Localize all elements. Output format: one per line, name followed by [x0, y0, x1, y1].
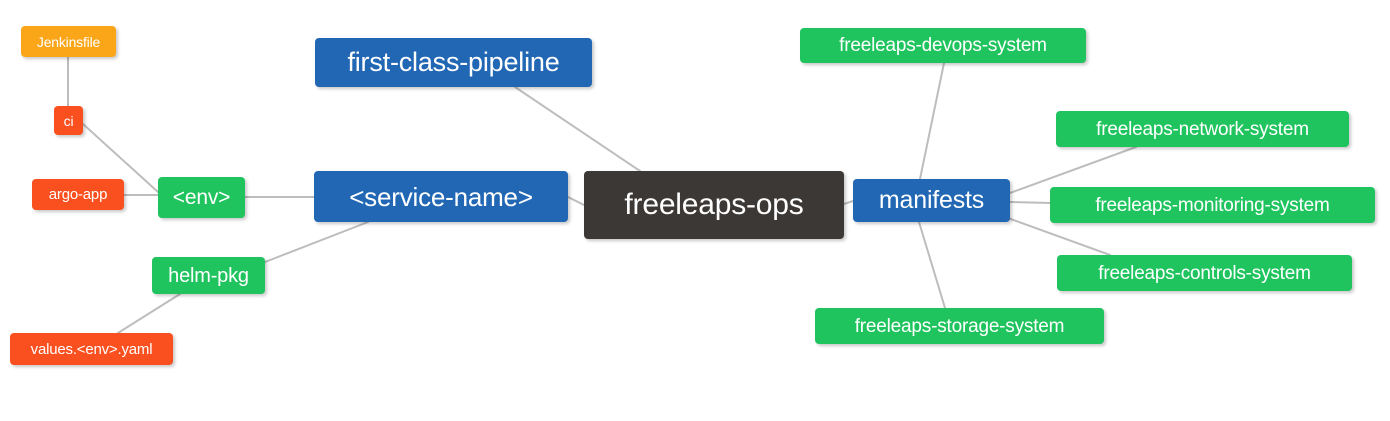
node-label-freeleaps-controls-system: freeleaps-controls-system	[1098, 262, 1311, 284]
node-label-freeleaps-network-system: freeleaps-network-system	[1096, 118, 1309, 140]
edge-service-name-helm-pkg	[264, 221, 369, 263]
node-helm-pkg[interactable]: helm-pkg	[152, 257, 265, 294]
node-label-helm-pkg: helm-pkg	[168, 264, 249, 287]
edge-manifests-storage	[918, 221, 946, 309]
node-env[interactable]: <env>	[158, 177, 245, 218]
edge-root-first-class-pipeline	[514, 86, 641, 172]
node-freeleaps-monitoring-system[interactable]: freeleaps-monitoring-system	[1050, 187, 1375, 223]
node-label-manifests: manifests	[878, 186, 985, 214]
node-label-freeleaps-storage-system: freeleaps-storage-system	[854, 315, 1065, 337]
edge-root-service-name	[567, 196, 585, 206]
node-freeleaps-storage-system[interactable]: freeleaps-storage-system	[815, 308, 1104, 344]
node-label-env: <env>	[172, 186, 231, 209]
node-label-ci: ci	[63, 112, 74, 129]
node-root[interactable]: freeleaps-ops	[584, 171, 844, 239]
edge-manifests-devops	[919, 62, 945, 180]
node-freeleaps-controls-system[interactable]: freeleaps-controls-system	[1057, 255, 1352, 291]
node-label-argo-app: argo-app	[48, 186, 108, 203]
node-label-values-yaml: values.<env>.yaml	[30, 340, 153, 358]
node-freeleaps-devops-system[interactable]: freeleaps-devops-system	[800, 28, 1086, 63]
node-manifests[interactable]: manifests	[853, 179, 1010, 222]
node-label-service-name: <service-name>	[349, 181, 533, 212]
edge-manifests-monitoring	[1009, 201, 1051, 204]
edge-manifests-controls	[1007, 217, 1111, 256]
node-first-class-pipeline[interactable]: first-class-pipeline	[315, 38, 592, 87]
node-values-yaml[interactable]: values.<env>.yaml	[10, 333, 173, 365]
node-label-freeleaps-devops-system: freeleaps-devops-system	[839, 35, 1047, 56]
node-ci[interactable]: ci	[54, 106, 83, 135]
edge-root-manifests	[843, 200, 854, 205]
node-label-root: freeleaps-ops	[624, 188, 804, 221]
node-argo-app[interactable]: argo-app	[32, 179, 124, 210]
node-label-jenkinsfile: Jenkinsfile	[36, 33, 101, 50]
node-label-first-class-pipeline: first-class-pipeline	[347, 47, 560, 77]
node-jenkinsfile[interactable]: Jenkinsfile	[21, 26, 116, 57]
node-freeleaps-network-system[interactable]: freeleaps-network-system	[1056, 111, 1349, 147]
node-label-freeleaps-monitoring-system: freeleaps-monitoring-system	[1095, 194, 1330, 216]
node-service-name[interactable]: <service-name>	[314, 171, 568, 222]
edge-helm-pkg-values-yaml	[117, 293, 181, 334]
